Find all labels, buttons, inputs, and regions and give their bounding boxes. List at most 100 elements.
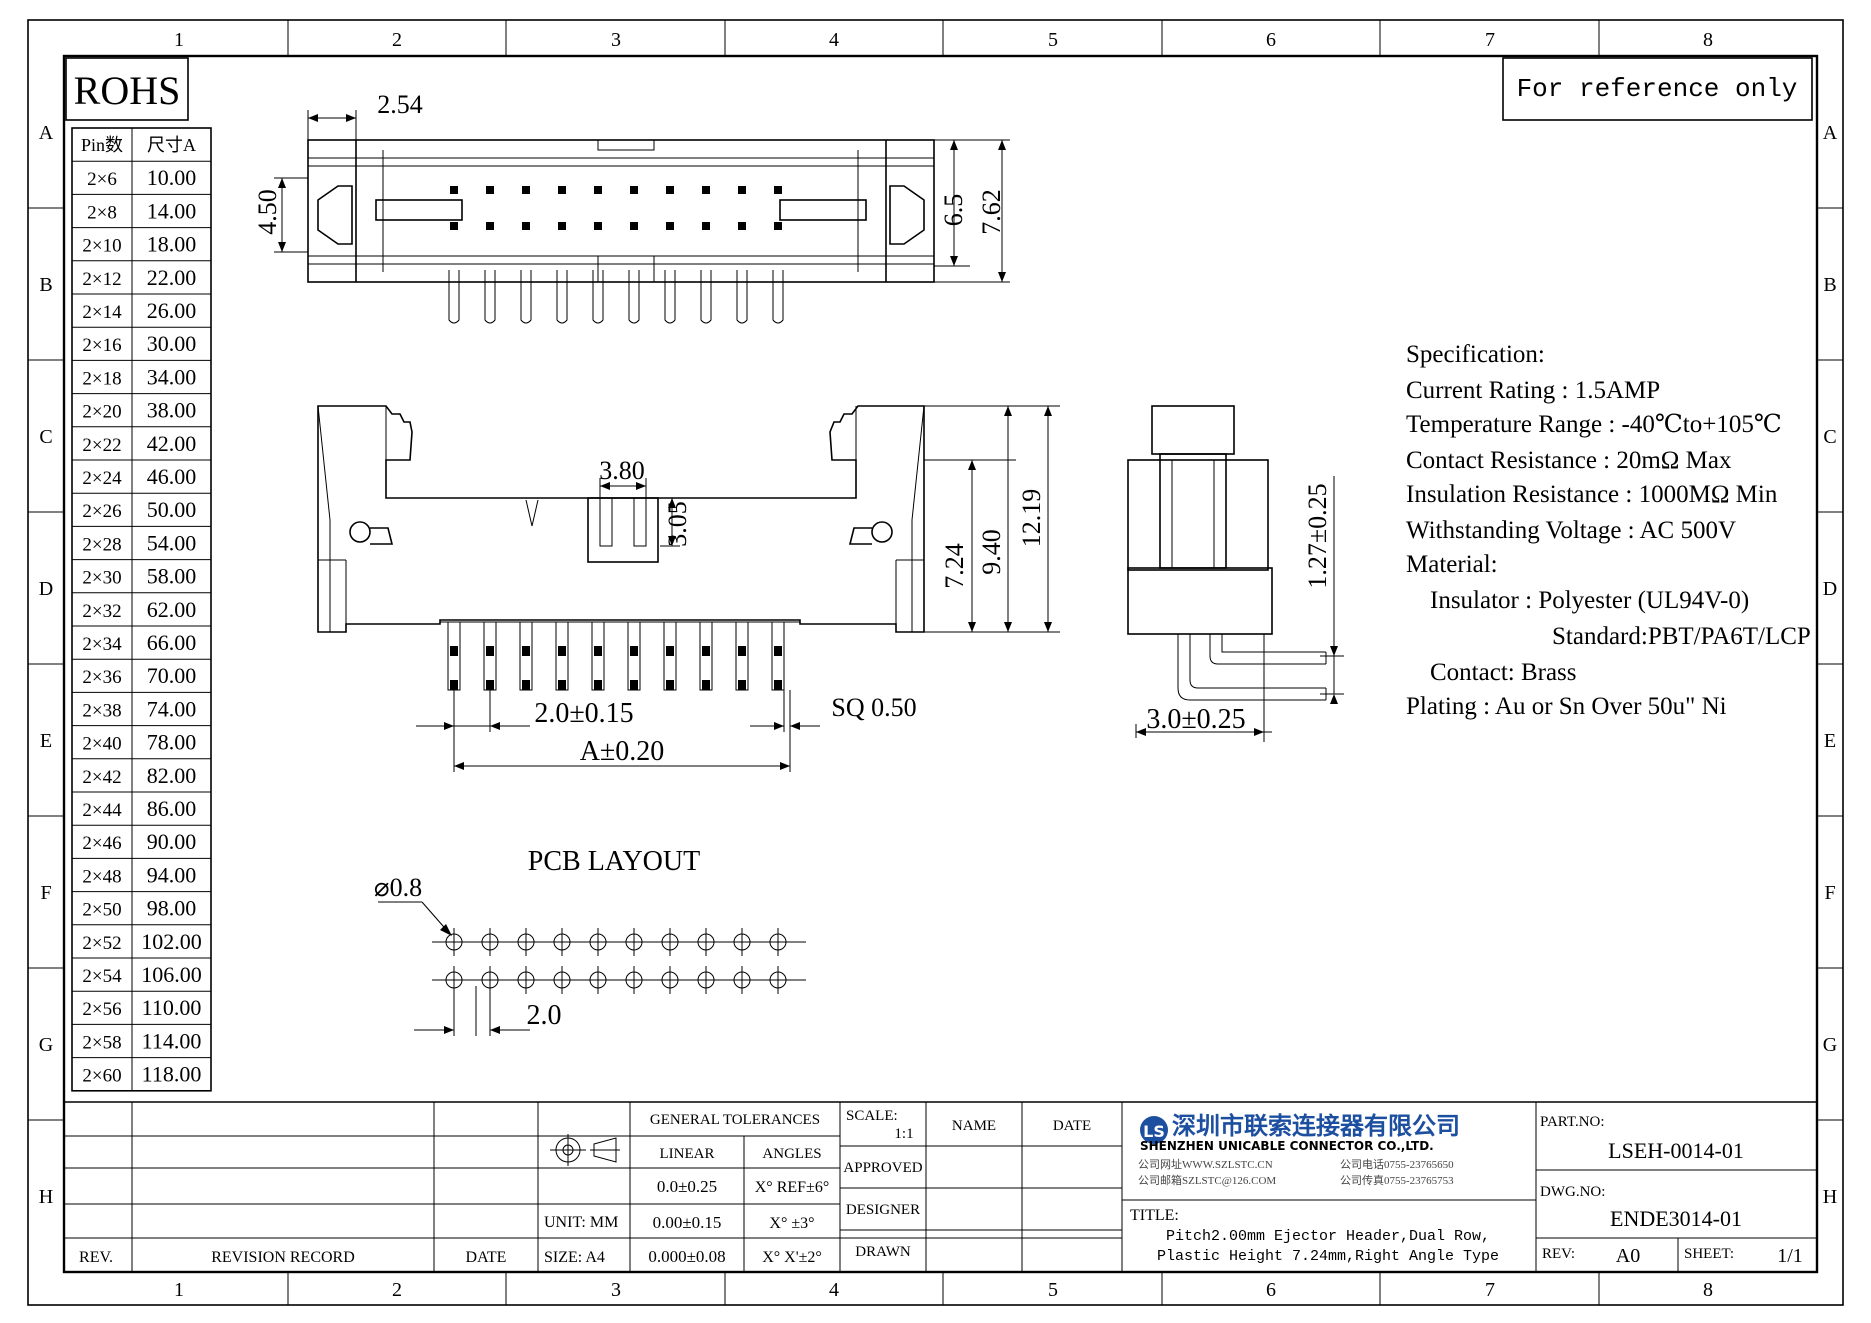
top-pin-hole: [738, 222, 746, 230]
rohs-box: [65, 57, 189, 121]
tb-title-label: TITLE:: [1130, 1207, 1179, 1224]
top-pin-hole: [594, 222, 602, 230]
pin-table-cell: 54.00: [147, 530, 197, 555]
pin-table-cell: 110.00: [142, 995, 202, 1020]
dim-front-a: A±0.20: [580, 736, 665, 767]
tb-web: 公司网址WWW.SZLSTC.CN: [1138, 1157, 1273, 1171]
row-label: D: [1823, 578, 1837, 600]
pin-table-cell: 14.00: [147, 198, 197, 223]
spec-line: Current Rating : 1.5AMP: [1406, 377, 1660, 404]
pin-table-cell: 2×38: [82, 700, 121, 721]
company-logo: LS: [1140, 1116, 1168, 1144]
pin-table-cell: 78.00: [147, 730, 197, 755]
tb-tol1-ang: X° REF±6°: [755, 1179, 829, 1196]
pin-table-cell: 30.00: [147, 331, 197, 356]
pin-table-cell: 2×54: [82, 966, 122, 987]
column-label: 4: [829, 29, 839, 51]
tb-tol3-ang: X° X'±2°: [762, 1249, 822, 1266]
pin-table-cell: 2×52: [82, 933, 121, 954]
top-view: 2.54 4.50 6.5 7.62: [253, 90, 1010, 324]
tb-rev-small: REV:: [1542, 1246, 1575, 1262]
top-pin-hole: [450, 186, 458, 194]
pin-table-cell: 34.00: [147, 364, 197, 389]
tb-part-label: PART.NO:: [1540, 1114, 1605, 1130]
tb-approved: APPROVED: [843, 1160, 922, 1176]
column-label: 5: [1048, 29, 1058, 51]
row-label: A: [39, 122, 54, 144]
tb-drawn: DRAWN: [855, 1244, 911, 1260]
reference-note: For reference only: [1517, 74, 1798, 104]
row-label: G: [39, 1034, 53, 1056]
pin-table-cell: 2×58: [82, 1032, 121, 1053]
tb-name-label: NAME: [952, 1118, 996, 1134]
dim-front-940: 9.40: [977, 529, 1006, 575]
pin-table-cell: 2×26: [82, 501, 121, 522]
tb-angles: ANGLES: [762, 1146, 821, 1162]
tb-company-en: SHENZHEN UNICABLE CONNECTOR CO.,LTD.: [1140, 1139, 1434, 1153]
front-pin-mark: [666, 680, 674, 690]
pin-table-cell: 98.00: [147, 896, 197, 921]
top-pin-hole: [702, 186, 710, 194]
spec-line: Specification:: [1406, 341, 1545, 368]
top-pin-hole: [594, 186, 602, 194]
top-pin-leg: [628, 270, 640, 324]
pin-table-cell: 2×6: [87, 169, 117, 190]
tb-rev-value: A0: [1616, 1245, 1640, 1267]
pin-table-cell: 2×30: [82, 568, 121, 589]
tb-revision-record: REVISION RECORD: [211, 1249, 355, 1266]
top-pin-leg: [736, 270, 748, 324]
pin-table-cell: 2×42: [82, 767, 121, 788]
pin-table-cell: 82.00: [147, 763, 197, 788]
grid-ticks: [28, 20, 1843, 1305]
top-pin-hole: [522, 186, 530, 194]
tb-tol3-lin: 0.000±0.08: [648, 1247, 725, 1266]
pin-table-cell: 46.00: [147, 464, 197, 489]
pin-table-cell: 2×56: [82, 999, 121, 1020]
pin-table-cell: 50.00: [147, 497, 197, 522]
specification-block: Specification:Current Rating : 1.5AMPTem…: [1406, 341, 1811, 720]
dim-front-sq: SQ 0.50: [831, 693, 916, 722]
column-label: 7: [1485, 29, 1495, 51]
front-pin-mark: [558, 680, 566, 690]
pin-table-cell: 2×20: [82, 402, 121, 423]
tb-company-cn: 深圳市联索连接器有限公司: [1172, 1112, 1460, 1140]
pin-table-cell: 114.00: [142, 1028, 202, 1053]
pin-table-cell: 2×48: [82, 866, 121, 887]
dim-top-762: 7.62: [977, 189, 1006, 235]
front-pin-mark: [522, 680, 530, 690]
pin-table-cell: 2×12: [82, 269, 121, 290]
tb-tol2-ang: X° ±3°: [769, 1215, 814, 1232]
pin-table-cell: 102.00: [141, 929, 202, 954]
column-label: 2: [392, 1279, 402, 1301]
tb-email: 公司邮箱SZLSTC@126.COM: [1138, 1173, 1276, 1187]
pin-table-cell: 2×46: [82, 833, 121, 854]
top-pin-leg: [484, 270, 496, 324]
pin-table-cell: 2×44: [82, 800, 122, 821]
pin-table-cell: 2×22: [82, 435, 121, 456]
pin-table-cell: 2×36: [82, 667, 121, 688]
front-pin-mark: [630, 680, 638, 690]
column-label: 6: [1266, 1279, 1276, 1301]
dim-front-pitch: 2.0±0.15: [534, 698, 633, 729]
front-pin-mark: [774, 680, 782, 690]
row-label: E: [1824, 730, 1836, 752]
pin-table-cell: 2×28: [82, 534, 121, 555]
pin-table-cell: 2×60: [82, 1066, 121, 1087]
pin-table-cell: 86.00: [147, 796, 197, 821]
dim-side-30: 3.0±0.25: [1146, 704, 1245, 735]
pin-table-cell: 2×16: [82, 335, 121, 356]
pin-table-cell: 2×50: [82, 900, 121, 921]
front-pin-mark: [594, 680, 602, 690]
tb-scale-label: SCALE:: [846, 1108, 898, 1124]
column-label: 3: [611, 1279, 621, 1301]
pin-table-cell: 66.00: [147, 630, 197, 655]
tb-dwg-label: DWG.NO:: [1540, 1184, 1605, 1200]
front-pin-mark: [486, 646, 494, 656]
tb-scale-value: 1:1: [894, 1126, 913, 1142]
spec-line: Contact Resistance : 20mΩ Max: [1406, 447, 1732, 474]
